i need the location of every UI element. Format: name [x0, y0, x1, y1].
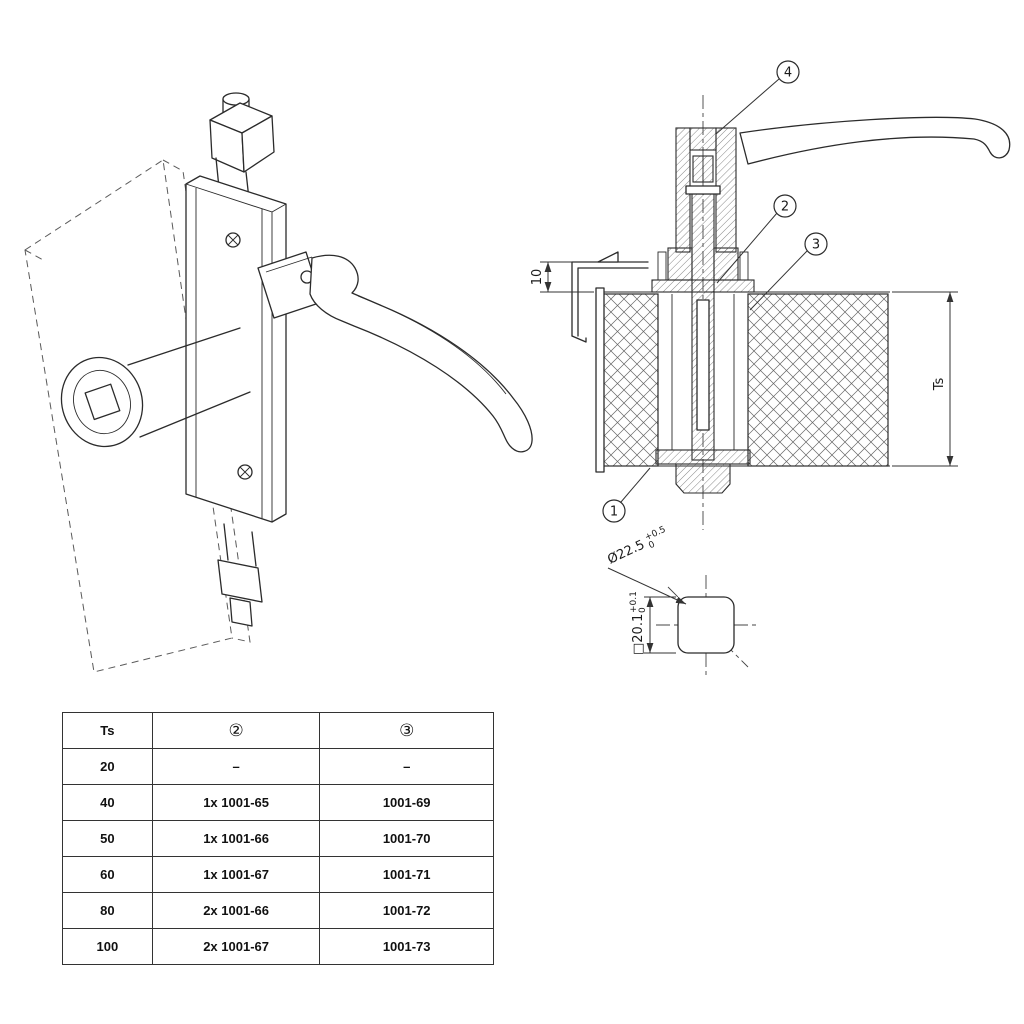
- cell-item3: 1001-70: [319, 820, 494, 857]
- handle-hub-section: [675, 127, 737, 253]
- spindle-section: [691, 193, 715, 461]
- svg-text:4: 4: [784, 66, 792, 81]
- cell-item3: –: [319, 748, 494, 785]
- plate-screw-top: [225, 232, 241, 248]
- panel-edge-strip: [595, 287, 605, 473]
- col-header-item2: ②: [151, 712, 321, 749]
- cell-item3: 1001-71: [319, 856, 494, 893]
- table-row: 20 – –: [62, 748, 494, 785]
- table-row: 100 2x 1001-67 1001-73: [62, 928, 494, 965]
- dim-thickness-ts: Ts: [892, 291, 958, 467]
- lever-handle: [309, 254, 533, 453]
- col-header-ts: Ts: [62, 712, 153, 749]
- svg-text:0: 0: [638, 607, 648, 613]
- detail-view: Ø22.5 +0.5 0 □20.1 +0.1 0: [605, 525, 756, 675]
- bottom-rod: [217, 523, 263, 627]
- cell-item2: 2x 1001-66: [151, 892, 321, 929]
- cell-ts: 80: [62, 892, 153, 929]
- dim-square: □20.1 +0.1 0: [629, 591, 676, 655]
- table-header-row: Ts ② ③: [62, 712, 494, 749]
- svg-text:3: 3: [812, 238, 820, 253]
- col-header-item3: ③: [319, 712, 494, 749]
- cell-ts: 40: [62, 784, 153, 821]
- spindle-cylinder: [60, 327, 251, 448]
- svg-text:Ø22.5: Ø22.5: [605, 537, 647, 567]
- cell-item2: 1x 1001-67: [151, 856, 321, 893]
- cell-item2: –: [151, 748, 321, 785]
- table-row: 60 1x 1001-67 1001-71: [62, 856, 494, 893]
- svg-text:2: 2: [781, 200, 789, 215]
- table-row: 50 1x 1001-66 1001-70: [62, 820, 494, 857]
- square-socket-hole: [84, 383, 121, 421]
- svg-text:0: 0: [647, 540, 657, 552]
- cell-ts: 60: [62, 856, 153, 893]
- balloon-2: 2: [716, 194, 797, 284]
- dashed-panel-outline: [24, 159, 251, 673]
- svg-text:Ts: Ts: [932, 377, 947, 391]
- bottom-nut: [655, 449, 751, 494]
- dim-diameter: Ø22.5 +0.5 0: [605, 525, 687, 605]
- balloon-1: 1: [602, 467, 651, 523]
- door-panel-section: [595, 287, 890, 473]
- lever-section: [739, 116, 1011, 165]
- isometric-view: [24, 92, 533, 673]
- dim-offset-10: 10: [530, 261, 646, 293]
- drawing-area: 4 2 3 1 10 Ts: [24, 60, 1011, 675]
- washer: [685, 185, 721, 195]
- cell-item2: 1x 1001-66: [151, 820, 321, 857]
- square-spindle-profile: [677, 596, 735, 654]
- table-row: 40 1x 1001-65 1001-69: [62, 784, 494, 821]
- parts-table: Ts ② ③ 20 – – 40 1x 1001-65 1001-69 50 1…: [62, 712, 494, 965]
- cell-ts: 50: [62, 820, 153, 857]
- table-row: 80 2x 1001-66 1001-72: [62, 892, 494, 929]
- latch-plate: [185, 175, 287, 523]
- section-view: 4 2 3 1 10 Ts: [530, 60, 1011, 530]
- cell-ts: 20: [62, 748, 153, 785]
- cell-ts: 100: [62, 928, 153, 965]
- svg-text:□20.1: □20.1: [631, 614, 646, 655]
- balloon-4: 4: [715, 60, 800, 135]
- cell-item3: 1001-72: [319, 892, 494, 929]
- svg-text:+0.5: +0.5: [643, 525, 667, 543]
- plate-screw-bottom: [237, 464, 253, 480]
- svg-text:1: 1: [610, 505, 618, 520]
- cell-item3: 1001-73: [319, 928, 494, 965]
- cell-item2: 2x 1001-67: [151, 928, 321, 965]
- balloon-3: 3: [749, 232, 828, 311]
- cell-item3: 1001-69: [319, 784, 494, 821]
- svg-text:+0.1: +0.1: [629, 591, 639, 613]
- bushing-flange: [651, 247, 755, 293]
- cell-item2: 1x 1001-65: [151, 784, 321, 821]
- svg-text:10: 10: [530, 269, 545, 286]
